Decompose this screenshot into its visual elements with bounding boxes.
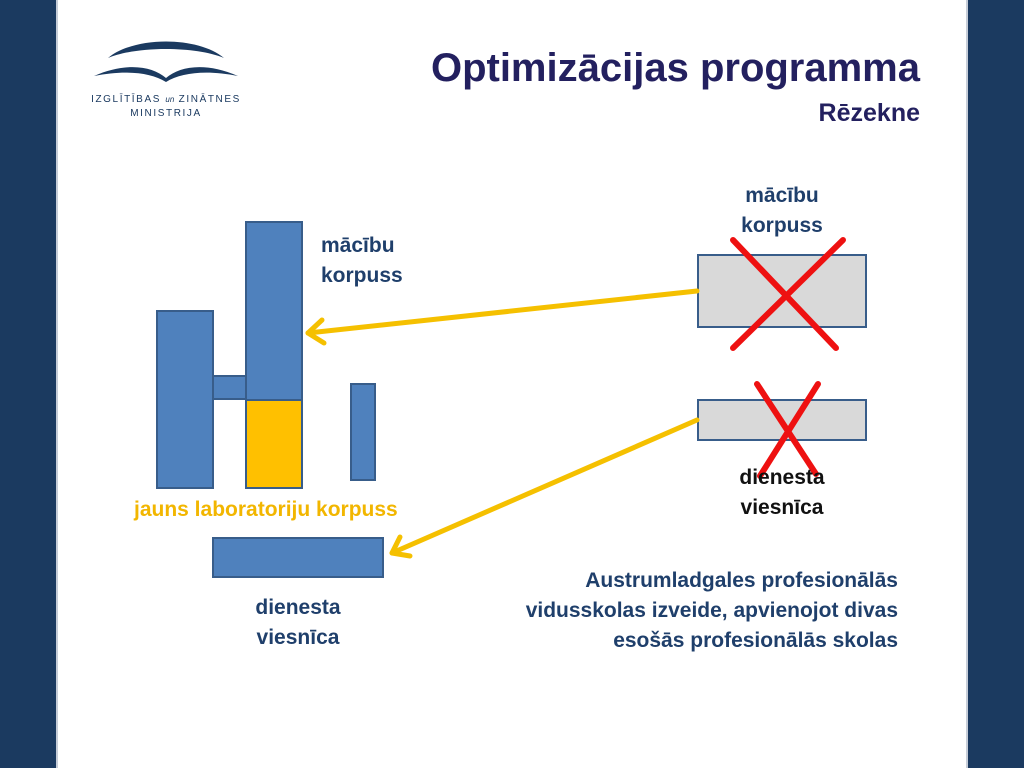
arrow-study-move xyxy=(305,288,700,346)
label-new-lab-building: jauns laboratoriju korpuss xyxy=(134,498,398,521)
slide-subtitle: Rēzekne xyxy=(818,99,920,127)
description-note: Austrumladgales profesionālās vidusskola… xyxy=(525,569,898,652)
label-study-building-right: mācību korpuss xyxy=(741,184,823,237)
cross-mark-dormitory xyxy=(754,381,821,479)
ministry-logo: IZGLĪTĪBAS un ZINĀTNES MINISTRIJA xyxy=(86,34,246,124)
slide-title: Optimizācijas programma xyxy=(430,46,920,90)
cross-mark-study xyxy=(730,237,846,351)
building-connector xyxy=(212,375,247,400)
label-dormitory-left: dienesta viesnīca xyxy=(255,596,341,649)
small-building xyxy=(350,383,376,481)
right-sidebar xyxy=(966,0,1024,768)
new-study-building xyxy=(245,221,303,401)
logo-text-line1: IZGLĪTĪBAS un ZINĀTNES xyxy=(91,94,241,105)
existing-building-block xyxy=(156,310,214,489)
new-dormitory-building xyxy=(212,537,384,578)
left-sidebar xyxy=(0,0,58,768)
open-book-icon xyxy=(94,41,238,82)
label-dormitory-right: dienesta viesnīca xyxy=(739,466,825,519)
label-study-building-left: mācību korpuss xyxy=(321,234,403,287)
arrow-dormitory-move xyxy=(389,417,700,559)
logo-text-line2: MINISTRIJA xyxy=(130,108,202,119)
new-lab-building xyxy=(245,399,303,489)
